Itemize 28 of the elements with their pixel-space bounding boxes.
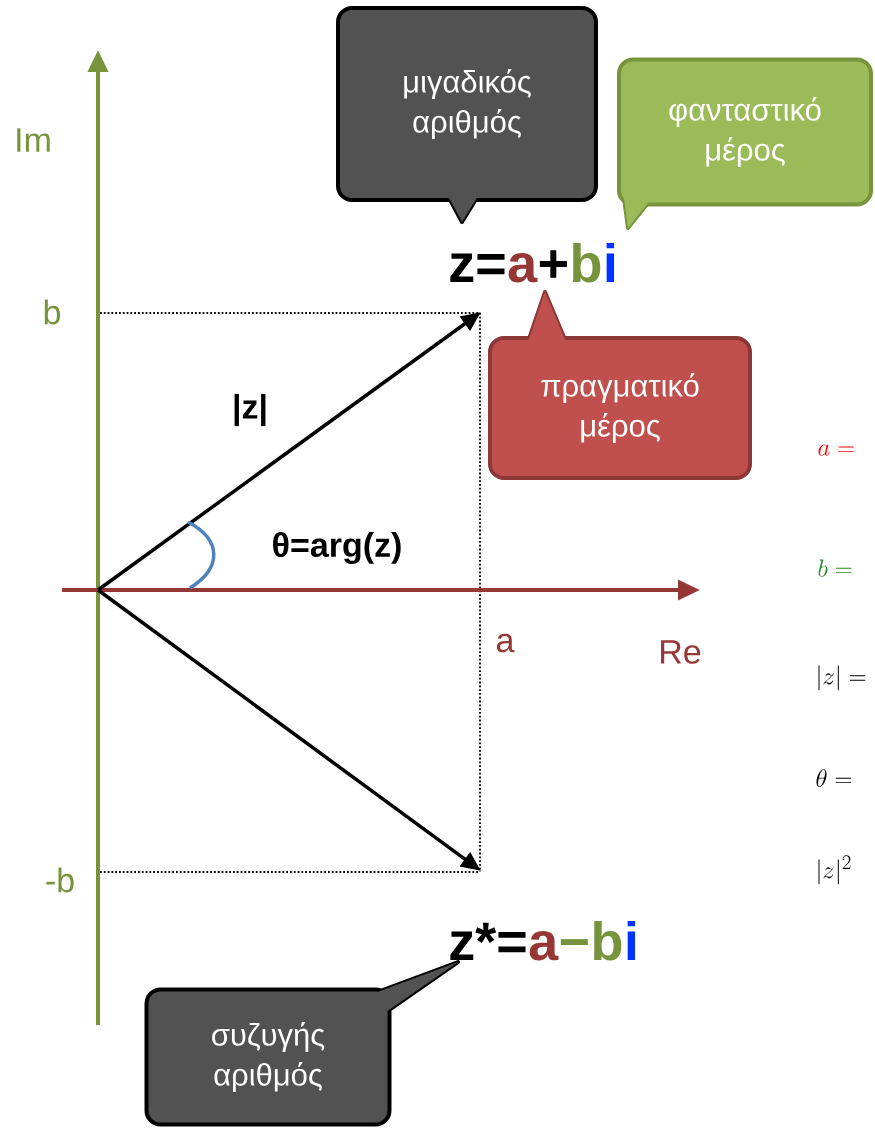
formula: $|z|^2$ xyxy=(818,855,851,885)
label: i xyxy=(627,920,636,961)
axis-label: a xyxy=(497,633,515,653)
formula: $\theta =$ xyxy=(816,769,852,787)
math-label: |z| xyxy=(234,393,266,427)
label: a xyxy=(529,930,559,961)
formula: z*=a−bi xyxy=(450,920,636,961)
axis-label: b xyxy=(44,299,61,325)
formula: $a =$ xyxy=(818,444,854,456)
label: + xyxy=(539,250,567,278)
speech-bubble: φανταστικό μέρος xyxy=(617,57,873,230)
formula: z=a+bi xyxy=(450,242,615,283)
formula: $|z| =$ xyxy=(818,665,866,691)
label: i xyxy=(606,242,615,283)
speech-bubble: συζυγής αριθμός xyxy=(144,960,460,1127)
label: b xyxy=(573,242,601,283)
axis-label: Re xyxy=(661,640,701,664)
label: a xyxy=(508,252,538,283)
label: z*= xyxy=(450,922,526,961)
axis-label: Im xyxy=(17,128,50,152)
speech-bubble: μιγαδικός αριθμός xyxy=(336,6,598,224)
speech-bubble: πραγματικό μέρος xyxy=(488,290,752,480)
label: − xyxy=(560,939,588,945)
label: b xyxy=(594,920,622,961)
axis-label: -b xyxy=(46,867,74,893)
formula: $b =$ xyxy=(818,559,852,577)
label: z= xyxy=(450,253,505,283)
math-label: θ=arg(z) xyxy=(273,532,401,564)
